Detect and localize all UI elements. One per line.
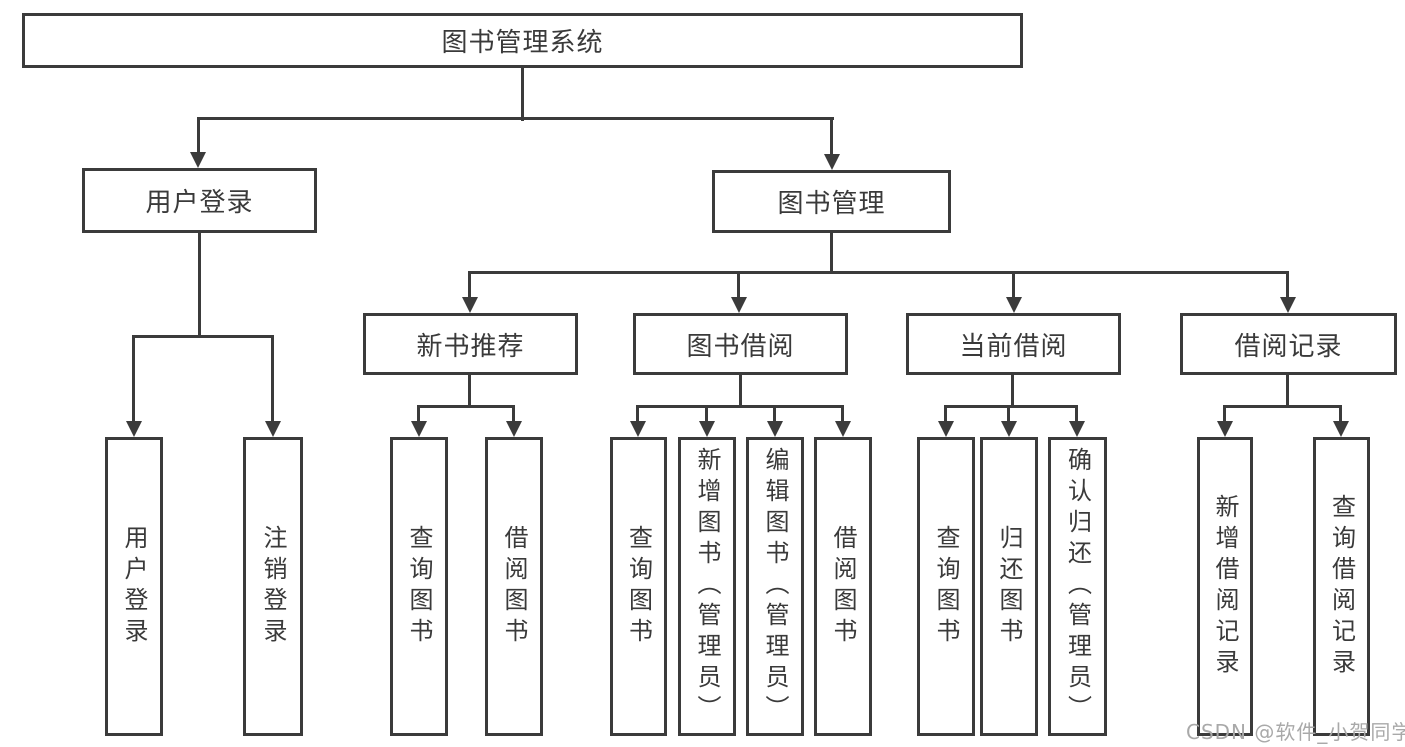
connector-vline — [737, 271, 740, 299]
arrowhead-down-icon — [1217, 421, 1233, 437]
arrowhead-down-icon — [1333, 421, 1349, 437]
leaf-query-borrow-record: 查询借阅记录 — [1313, 437, 1370, 736]
arrowhead-down-icon — [1001, 421, 1017, 437]
connector-vline — [1007, 405, 1010, 423]
connector-hline — [197, 117, 834, 120]
arrowhead-down-icon — [126, 421, 142, 437]
connector-vline — [705, 405, 708, 423]
arrowhead-down-icon — [835, 421, 851, 437]
node-book-management: 图书管理 — [712, 170, 951, 233]
connector-vline — [1011, 375, 1014, 408]
watermark: CSDN @软件_小贺同学 — [1186, 720, 1405, 744]
connector-vline — [512, 405, 515, 423]
connector-vline — [830, 233, 833, 274]
connector-vline — [773, 405, 776, 423]
connector-hline — [636, 405, 844, 408]
connector-vline — [468, 271, 471, 299]
connector-hline — [417, 405, 515, 408]
node-borrow-records: 借阅记录 — [1180, 313, 1397, 375]
node-current-borrow: 当前借阅 — [906, 313, 1121, 375]
arrowhead-down-icon — [1280, 297, 1296, 313]
connector-hline — [468, 271, 1289, 274]
leaf-query-books-current: 查询图书 — [917, 437, 975, 736]
arrowhead-down-icon — [699, 421, 715, 437]
connector-vline — [636, 405, 639, 423]
connector-vline — [271, 335, 274, 423]
connector-vline — [1223, 405, 1226, 423]
arrowhead-down-icon — [462, 297, 478, 313]
connector-vline — [830, 117, 833, 157]
connector-vline — [198, 233, 201, 338]
connector-hline — [1223, 405, 1342, 408]
arrowhead-down-icon — [731, 297, 747, 313]
connector-vline — [197, 117, 200, 155]
connector-hline — [132, 335, 274, 338]
arrowhead-down-icon — [506, 421, 522, 437]
connector-vline — [1012, 271, 1015, 299]
leaf-logout: 注销登录 — [243, 437, 303, 736]
node-book-borrow: 图书借阅 — [633, 313, 848, 375]
node-new-book-recommend: 新书推荐 — [363, 313, 578, 375]
leaf-add-borrow-record: 新增借阅记录 — [1197, 437, 1253, 736]
connector-vline — [521, 68, 524, 121]
leaf-return-books: 归还图书 — [980, 437, 1038, 736]
arrowhead-down-icon — [938, 421, 954, 437]
arrowhead-down-icon — [411, 421, 427, 437]
connector-vline — [944, 405, 947, 423]
leaf-borrow-books: 借阅图书 — [814, 437, 872, 736]
connector-hline — [944, 405, 1078, 408]
node-user-login: 用户登录 — [82, 168, 317, 233]
arrowhead-down-icon — [190, 152, 206, 168]
leaf-edit-books-admin: 编辑图书（管理员） — [746, 437, 804, 736]
leaf-borrow-books-recommend: 借阅图书 — [485, 437, 543, 736]
connector-vline — [1286, 271, 1289, 299]
arrowhead-down-icon — [824, 154, 840, 170]
arrowhead-down-icon — [767, 421, 783, 437]
node-root: 图书管理系统 — [22, 13, 1023, 68]
arrowhead-down-icon — [1069, 421, 1085, 437]
leaf-confirm-return-admin: 确认归还（管理员） — [1048, 437, 1107, 736]
connector-vline — [1075, 405, 1078, 423]
connector-vline — [468, 375, 471, 408]
connector-vline — [132, 335, 135, 423]
connector-vline — [1339, 405, 1342, 423]
connector-vline — [739, 375, 742, 408]
arrowhead-down-icon — [630, 421, 646, 437]
connector-vline — [1286, 375, 1289, 408]
connector-vline — [841, 405, 844, 423]
leaf-query-books-recommend: 查询图书 — [390, 437, 448, 736]
arrowhead-down-icon — [1006, 297, 1022, 313]
leaf-query-books-borrow: 查询图书 — [610, 437, 667, 736]
connector-vline — [417, 405, 420, 423]
leaf-user-login: 用户登录 — [105, 437, 163, 736]
leaf-add-books-admin: 新增图书（管理员） — [678, 437, 736, 736]
arrowhead-down-icon — [265, 421, 281, 437]
